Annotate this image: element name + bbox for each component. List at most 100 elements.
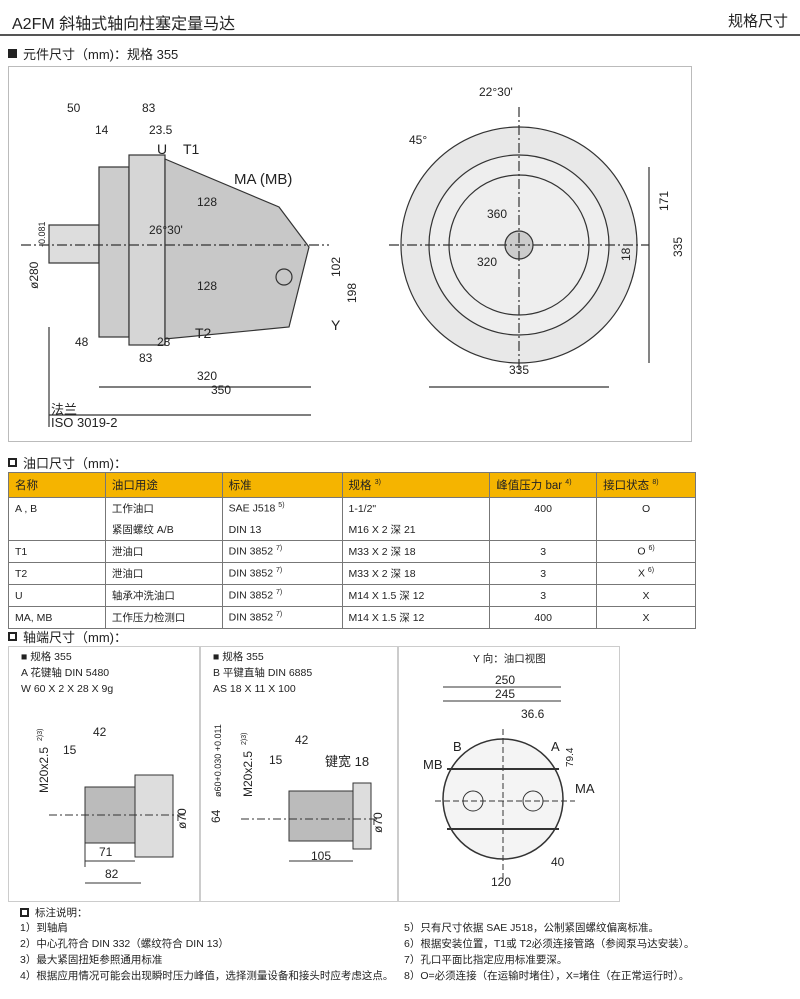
key-width-label: 键宽 18 — [325, 754, 370, 769]
table-cell-pressure: 3 — [489, 540, 598, 563]
bullet-icon — [20, 907, 29, 917]
dim-label: 335 — [509, 363, 530, 377]
dim-label: 79.4 — [565, 747, 576, 767]
table-cell-use: 泄油口 — [104, 562, 223, 585]
note-item: 7）孔口平面比指定应用标准要深。 — [404, 954, 568, 966]
table-cell-pressure: 3 — [489, 584, 598, 607]
table-cell-spec: M14 X 1.5 深 12 — [341, 584, 491, 607]
table-cell-use: 紧固螺纹 A/B — [104, 519, 223, 541]
dim-label: 245 — [495, 687, 516, 701]
dim-label: 120 — [491, 875, 512, 889]
table-cell-spec: 1-1/2" — [341, 497, 491, 519]
table-cell-name — [8, 519, 106, 541]
panel-shaft-type: A 花键轴 DIN 5480 — [21, 667, 110, 679]
table-cell-std: DIN 3852 7) — [221, 562, 343, 585]
table-cell-spec: M14 X 1.5 深 12 — [341, 606, 491, 629]
table-cell-use: 工作油口 — [104, 497, 223, 519]
port-label-a: A — [551, 739, 560, 754]
section-shaft-dims: 轴端尺寸（mm)： — [8, 627, 127, 646]
port-label-ma-mb: MA (MB) — [234, 171, 293, 188]
column-header: 峰值压力 bar 4) — [489, 472, 598, 498]
table-cell-name: MA, MB — [8, 606, 106, 629]
column-header: 规格 3) — [341, 472, 491, 498]
dim-label: 48 — [75, 335, 89, 349]
port-label-b: B — [453, 739, 462, 754]
port-label-ma: MA — [575, 781, 595, 796]
dim-label: 23.5 — [149, 123, 173, 137]
section-component-dims: 元件尺寸（mm)：规格 355 — [8, 44, 178, 63]
dim-label: 360 — [487, 207, 508, 221]
dim-label: ø280 — [27, 261, 41, 289]
dim-label: 128 — [197, 279, 218, 293]
table-cell-state: X — [596, 584, 696, 607]
dim-label: 335 — [671, 236, 685, 257]
notes-title: 标注说明： — [35, 906, 88, 919]
table-cell-state: X — [596, 606, 696, 629]
dim-label: 350 — [211, 383, 232, 397]
dim-label: ø70 — [371, 812, 385, 833]
shaft — [48, 224, 100, 264]
dim-label: M20x2.5 — [37, 746, 51, 793]
panel-port-view-y: Y 向：油口视图 250 245 36.6 B A 79.4 MB MA 40 … — [398, 646, 620, 902]
page-title: A2FM 斜轴式轴向柱塞定量马达 — [12, 16, 236, 33]
dim-label: ø60+0.030 +0.011 — [213, 724, 223, 797]
table-cell-state: X 6) — [596, 562, 696, 585]
table-cell-use: 泄油口 — [104, 540, 223, 563]
dim-label: 15 — [269, 753, 283, 767]
dim-note: 2)3) — [37, 728, 44, 741]
note-item: 5）只有尺寸依据 SAE J518，公制紧固螺纹偏离标准。 — [404, 922, 659, 934]
bullet-icon — [8, 632, 17, 641]
dim-label: 22°30' — [479, 85, 513, 99]
table-cell-spec: M33 X 2 深 18 — [341, 540, 491, 563]
table-cell-std: DIN 3852 7) — [221, 584, 343, 607]
column-header: 接口状态 8) — [596, 472, 696, 498]
dim-label: 26°30' — [149, 223, 183, 237]
table-cell-name: T1 — [8, 540, 106, 563]
port-view-drawing — [435, 686, 575, 879]
dim-label: 14 — [95, 123, 109, 137]
dim-label: 83 — [142, 101, 156, 115]
panel-shaft-spec: AS 18 X 11 X 100 — [213, 683, 296, 695]
dim-label: ø70 — [175, 808, 189, 829]
title-divider — [0, 34, 800, 36]
note-item: 8）O=必须连接（在运输时堵住），X=堵住（在正常运行时）。 — [404, 970, 690, 982]
bullet-icon — [8, 49, 17, 58]
dim-label: 18 — [619, 247, 633, 261]
flange-label: 法兰 — [51, 402, 78, 417]
section-title: 油口尺寸（mm)： — [23, 456, 127, 471]
dim-label: 171 — [657, 190, 671, 211]
dim-label: 40 — [551, 855, 565, 869]
table-cell-std: DIN 3852 7) — [221, 606, 343, 629]
dim-note: 2)3) — [241, 732, 248, 745]
table-cell-pressure — [489, 519, 598, 541]
table-cell-spec: M16 X 2 深 21 — [341, 519, 491, 541]
dim-label: 320 — [197, 369, 218, 383]
table-cell-state: O — [596, 497, 696, 519]
note-item: 2）中心孔符合 DIN 332（螺纹符合 DIN 13） — [20, 938, 229, 950]
dim-label: 28 — [157, 335, 171, 349]
column-header: 油口用途 — [104, 472, 223, 498]
dim-label: 15 — [63, 743, 77, 757]
column-header: 名称 — [8, 472, 106, 498]
port-label-t1: T1 — [183, 141, 200, 157]
spline-shaft-drawing — [49, 774, 185, 884]
dim-tolerance: -0.081 — [37, 221, 47, 247]
table-cell-pressure: 400 — [489, 497, 598, 519]
table-cell-spec: M33 X 2 深 18 — [341, 562, 491, 585]
table-cell-std: SAE J518 5) — [221, 497, 343, 519]
motor-drawing — [21, 107, 650, 427]
table-cell-state — [596, 519, 696, 541]
note-item: 4）根据应用情况可能会出现瞬时压力峰值，选择测量设备和接头时应考虑这点。 — [20, 970, 394, 982]
dim-label: 64 — [209, 809, 223, 823]
dim-label: 42 — [93, 725, 107, 739]
keyed-shaft-drawing — [241, 782, 377, 862]
dim-label: 105 — [311, 849, 332, 863]
dim-label: 50 — [67, 101, 81, 115]
note-item: 1）到轴肩 — [20, 922, 68, 934]
page-category: 规格尺寸 — [727, 13, 788, 30]
